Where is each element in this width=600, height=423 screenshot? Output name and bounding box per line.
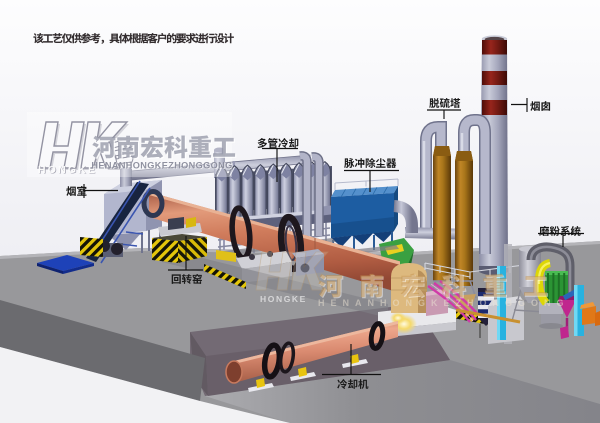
svg-text:HONGKE: HONGKE <box>39 165 98 177</box>
svg-text:HONGKE: HONGKE <box>260 294 307 304</box>
svg-text:HENANHONGKEZHONGGONG: HENANHONGKEZHONGGONG <box>92 161 233 171</box>
svg-text:HENANHONGKEZHONGGONG: HENANHONGKEZHONGGONG <box>318 298 570 308</box>
svg-text:HENANHONGKEZHONGGONG: HENANHONGKEZHONGGONG <box>91 160 232 170</box>
svg-text:HONGKE: HONGKE <box>38 164 97 176</box>
